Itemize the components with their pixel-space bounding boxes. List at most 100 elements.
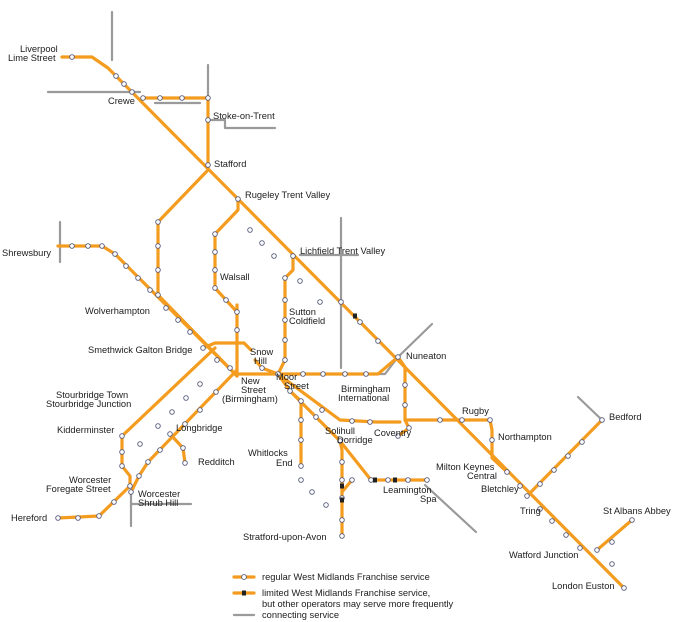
connecting-line-nuneaton-northeast: [396, 322, 434, 359]
station-dot: [337, 438, 343, 444]
station-dot: [298, 437, 304, 443]
label-smethwick: Smethwick Galton Bridge: [88, 345, 192, 355]
station-dot: [402, 382, 408, 388]
label-stratford: Stratford-upon-Avon: [243, 532, 327, 542]
station-dot: [155, 243, 161, 249]
station-dot: [169, 409, 175, 415]
station-dot: [182, 460, 188, 466]
label-kidderminster: Kidderminster: [57, 425, 114, 435]
station-dot: [300, 371, 306, 377]
station-dot: [339, 533, 345, 539]
station-dot: [339, 517, 345, 523]
station-dot: [200, 345, 206, 351]
route-watford-stalbans: [595, 518, 634, 552]
station-markers: [55, 54, 635, 591]
station-dot: [298, 417, 304, 423]
connecting-line-bedford-north: [576, 395, 604, 422]
station-dot: [121, 81, 127, 87]
station-dot: [175, 317, 181, 323]
station-dot: [629, 517, 635, 523]
connecting-line-leamington-oxford: [423, 483, 478, 534]
label-stalbans: St Albans Abbey: [603, 506, 671, 516]
station-dot: [247, 227, 253, 233]
station-dot: [368, 477, 374, 483]
connecting-line-nuneaton-west: [301, 355, 400, 376]
limited-service-markers: [340, 313, 397, 503]
label-northampton: Northampton: [498, 432, 552, 442]
station-dot: [235, 196, 241, 202]
station-dot: [282, 357, 288, 363]
label-bletchley: Bletchley: [481, 484, 519, 494]
station-dot: [99, 243, 105, 249]
station-dot: [517, 483, 523, 489]
station-dot: [129, 89, 135, 95]
limited-service-marker: [340, 497, 344, 503]
station-dot: [537, 506, 543, 512]
station-dot: [205, 162, 211, 168]
station-dot: [363, 371, 369, 377]
station-dot: [259, 365, 265, 371]
station-dot: [563, 532, 569, 538]
station-dot: [367, 419, 373, 425]
station-dot: [320, 371, 326, 377]
label-hereford: Hereford: [11, 513, 47, 523]
route-crewe-stoke-stafford: [141, 96, 210, 167]
route-dorridge-leamington: [338, 439, 429, 482]
station-dot: [137, 441, 143, 447]
station-dot: [234, 309, 240, 315]
station-dot: [282, 275, 288, 281]
station-dot: [338, 299, 344, 305]
station-dot: [155, 267, 161, 273]
label-euston: London Euston: [552, 581, 615, 591]
station-dot: [405, 477, 411, 483]
station-dot: [287, 388, 293, 394]
station-dot: [342, 371, 348, 377]
station-dot: [112, 251, 118, 257]
label-walsall: Walsall: [220, 272, 250, 282]
label-rugeley: Rugeley Trent Valley: [245, 190, 330, 200]
label-solihull: Solihull: [325, 426, 355, 436]
station-dot: [275, 371, 281, 377]
label-stourbridge-junction: Stourbridge Junction: [46, 399, 131, 409]
station-dot: [339, 477, 345, 483]
station-dot: [549, 518, 555, 524]
station-dot: [223, 297, 229, 303]
label-dorridge: Dorridge: [337, 435, 373, 445]
station-dot: [297, 278, 303, 284]
label-tring: Tring: [520, 506, 541, 516]
station-dot: [375, 338, 381, 344]
station-dot: [349, 418, 355, 424]
station-dot: [313, 414, 319, 420]
station-dot: [609, 539, 615, 545]
station-dot: [140, 95, 146, 101]
route-smethwick-snowhill: [201, 341, 253, 352]
station-dot: [349, 477, 355, 483]
station-dot: [594, 547, 600, 553]
station-dot: [167, 431, 173, 437]
station-dot: [609, 561, 615, 567]
route-dorridge-stratford: [288, 389, 344, 538]
station-dot: [205, 95, 211, 101]
station-dot: [147, 287, 153, 293]
station-dot: [197, 407, 203, 413]
station-dot: [182, 421, 188, 427]
station-dot: [197, 381, 203, 387]
station-dot: [119, 449, 125, 455]
station-dot: [155, 219, 161, 225]
station-dot: [183, 395, 189, 401]
station-dot: [395, 354, 401, 360]
station-dot: [579, 439, 585, 445]
label-coventry: Coventry: [374, 428, 412, 438]
limited-service-marker: [373, 477, 377, 483]
label-crewe: Crewe: [108, 96, 135, 106]
